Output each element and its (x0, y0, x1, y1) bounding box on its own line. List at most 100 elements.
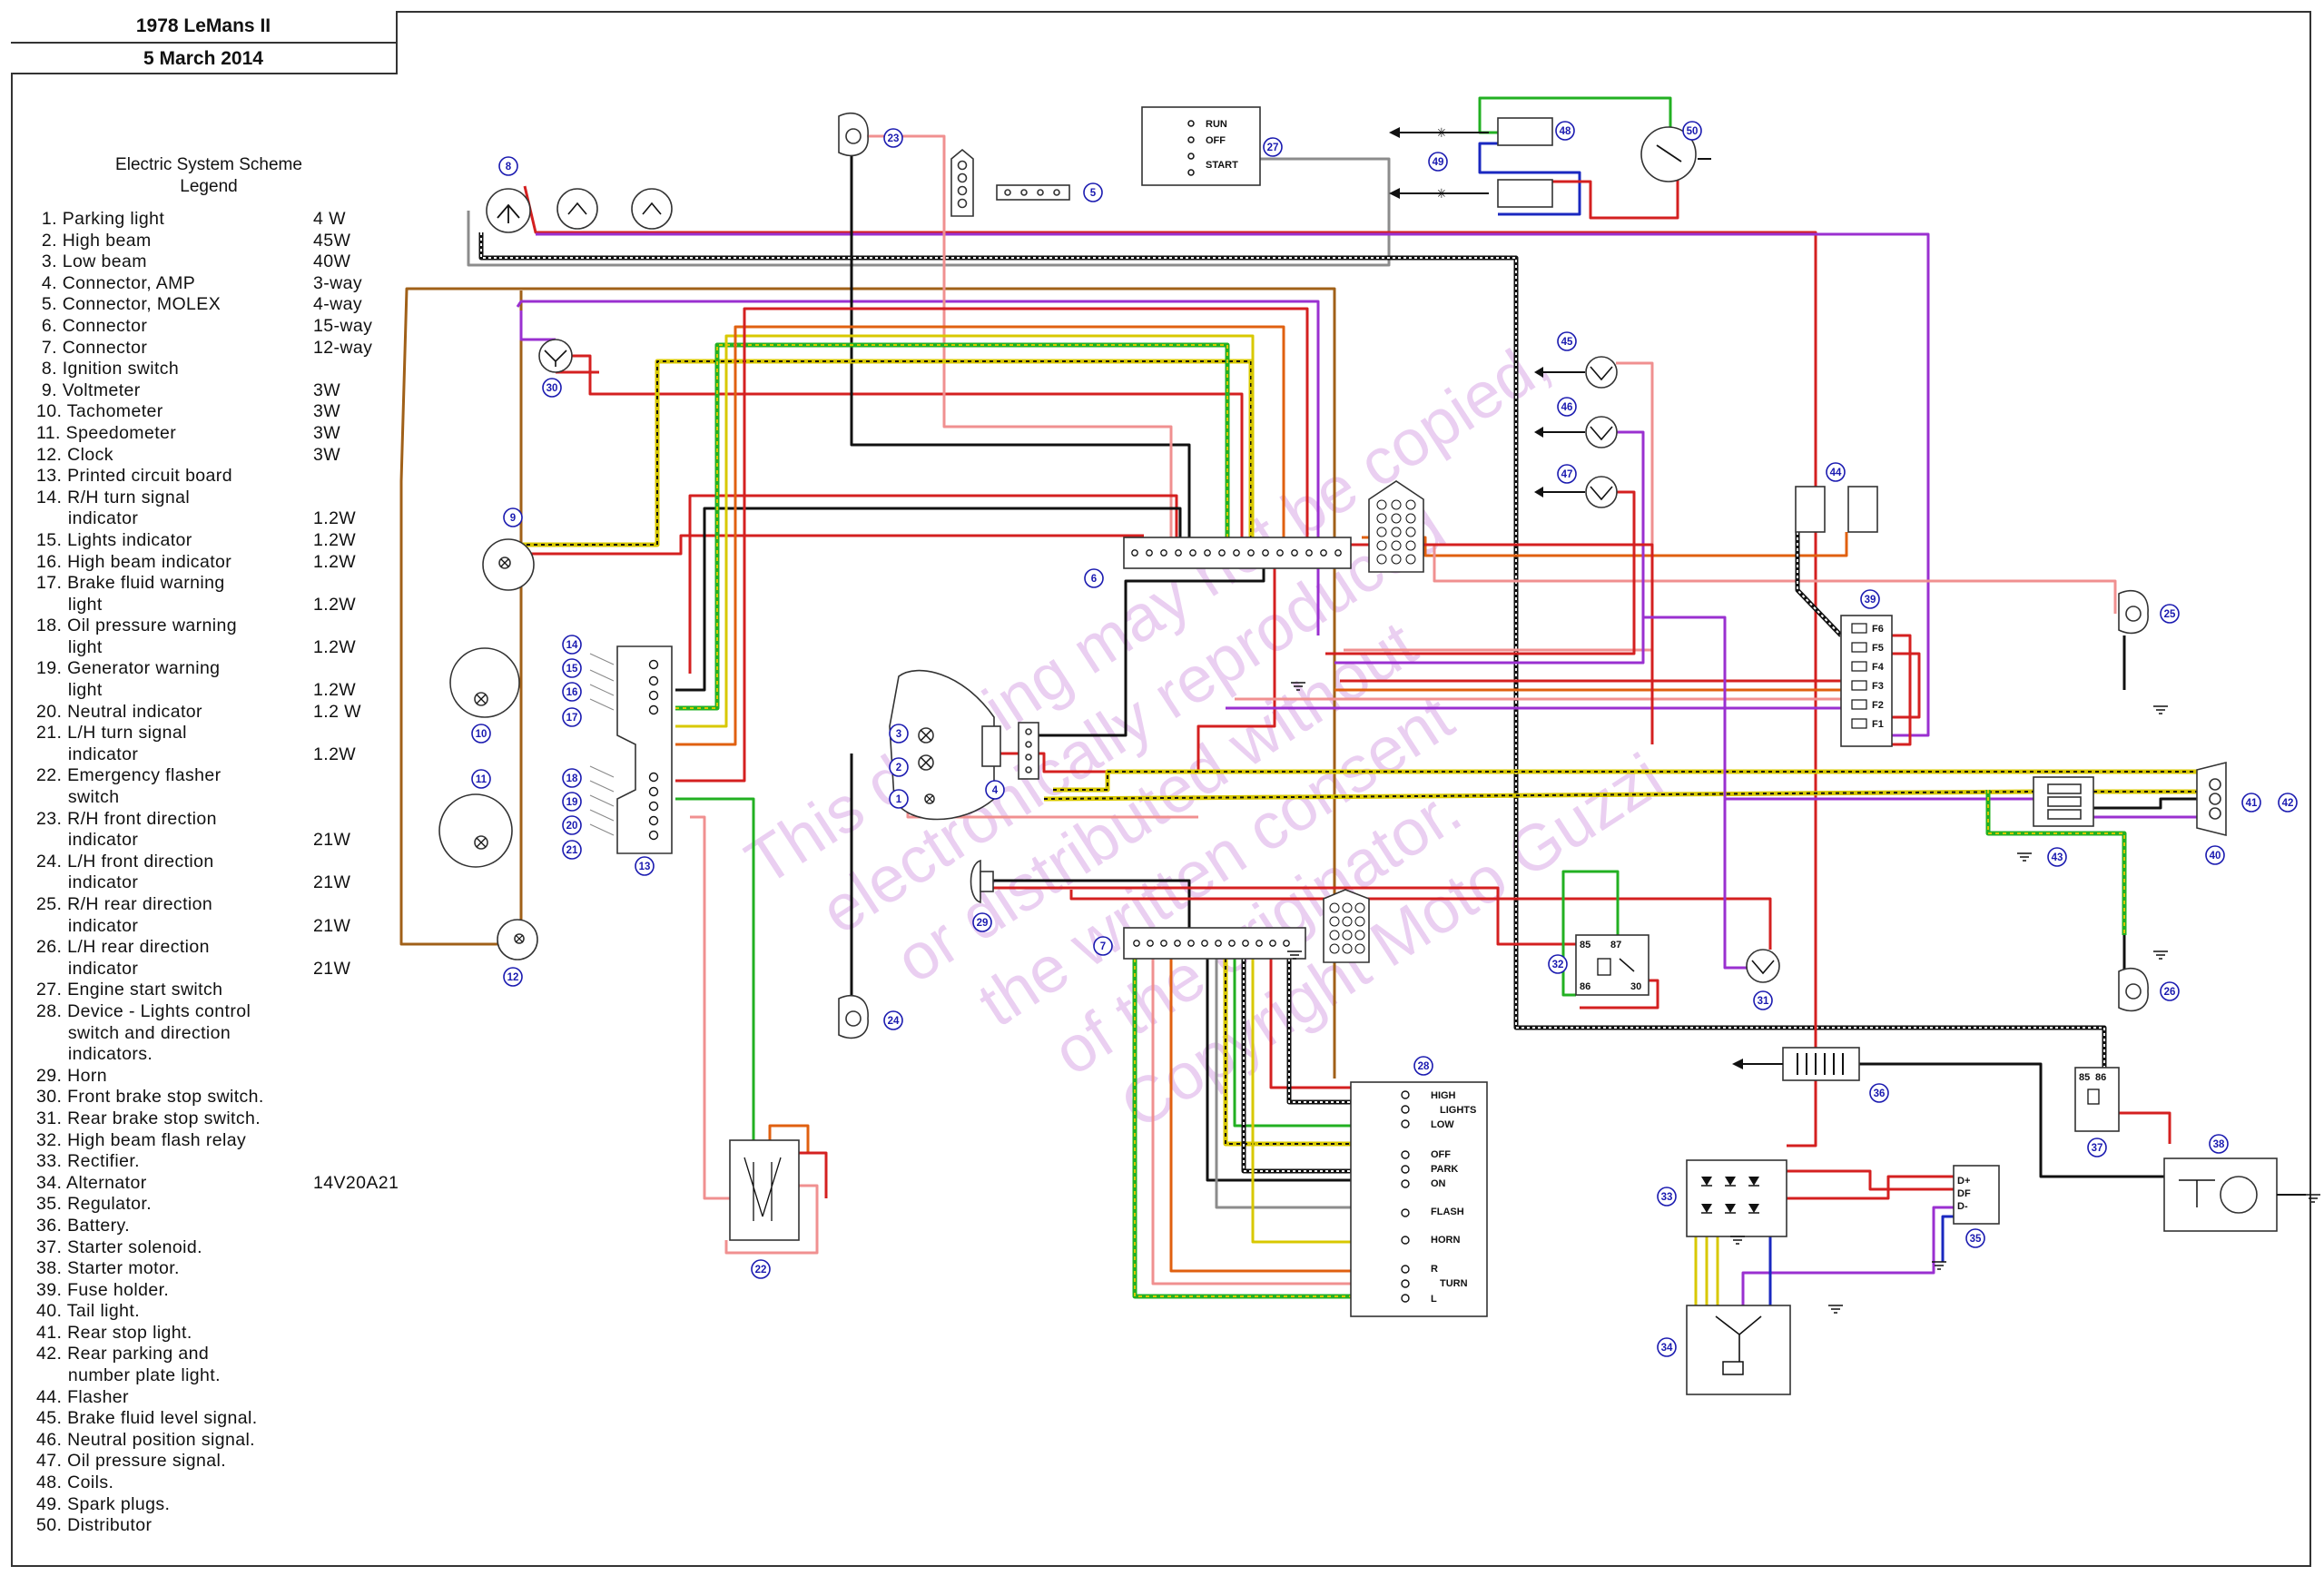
relay-pin-30: 30 (1630, 981, 1641, 992)
svg-text:36: 36 (1874, 1088, 1886, 1099)
svg-text:34: 34 (1661, 1343, 1673, 1354)
legend-item-label: 5. Connector, MOLEX (36, 294, 222, 315)
legend-item-label: 32. High beam flash relay (36, 1129, 247, 1150)
callout-44: 44 (1826, 462, 1846, 482)
callout-2: 2 (889, 757, 909, 777)
wire-purple-brake (519, 310, 556, 341)
wire-blue-coil (1478, 142, 1581, 216)
legend-item-label: 10. Tachometer (36, 401, 163, 422)
svg-text:37: 37 (2092, 1143, 2103, 1154)
relay-pin-86: 86 (1580, 981, 1590, 992)
legend-item: 28. Device - Lights control (36, 1001, 436, 1023)
emergency-flasher-switch (729, 1139, 800, 1241)
legend-heading: Electric System Scheme Legend (36, 154, 381, 198)
legend-item: 14. R/H turn signal (36, 488, 436, 509)
legend-item-label: indicator (36, 915, 139, 936)
legend-item-spec: 14V20A21 (313, 1172, 399, 1193)
legend-item-spec: 1.2W (313, 529, 357, 550)
callout-40: 40 (2205, 845, 2225, 865)
gauge-clock (497, 919, 538, 960)
switch-run-label: RUN (1206, 119, 1227, 130)
fuse-label: F4 (1872, 662, 1885, 673)
legend-item-label: 21. L/H turn signal (36, 723, 187, 744)
wire-red-oil (1325, 490, 1636, 655)
svg-text:13: 13 (639, 862, 651, 872)
legend-item-label: 40. Tail light. (36, 1301, 141, 1322)
legend-item-label: switch (36, 787, 120, 808)
wire-yellow-pcb (675, 334, 1255, 728)
callout-15: 15 (562, 658, 582, 678)
rh-rear-indicator (2118, 589, 2149, 635)
svg-text:✳: ✳ (1436, 186, 1447, 201)
neutral-position-sender (1534, 416, 1618, 448)
legend-item-label: 8. Ignition switch (36, 359, 180, 379)
legend-item-spec: 1.2W (313, 594, 357, 615)
legend-item-label: 45. Brake fluid level signal. (36, 1408, 258, 1429)
legend-item-label: indicator (36, 958, 139, 979)
ignition-switch-position-3 (631, 188, 673, 230)
legend-item-label: 18. Oil pressure warning (36, 616, 237, 636)
svg-text:14: 14 (566, 640, 578, 651)
wire-black-flasher (1795, 532, 1843, 637)
connector-pinout-4 (950, 148, 974, 217)
wire-pink-flasher-2 (724, 1184, 819, 1255)
connector-15-way (1123, 537, 1352, 569)
legend-item-label: indicator (36, 744, 139, 764)
wire-red-battery (523, 185, 1817, 1148)
wire-purple-rear-brake (1643, 616, 1752, 970)
wire-red-horn (993, 886, 1576, 946)
flasher-unit (1795, 486, 1878, 533)
legend-item: indicator 1.2W (36, 744, 436, 766)
model-title: 1978 LeMans II (11, 11, 396, 44)
switch-high-label: HIGH (1431, 1090, 1456, 1101)
legend-item-label: 19. Generator warning (36, 658, 221, 679)
revision-date: 5 March 2014 (143, 48, 263, 69)
svg-text:26: 26 (2164, 987, 2176, 998)
svg-text:44: 44 (1830, 468, 1842, 478)
legend-item: 38. Starter motor. (36, 1258, 436, 1280)
connector-molex (996, 184, 1070, 201)
legend-item-spec: 21W (313, 830, 351, 851)
starter-motor (2163, 1157, 2306, 1232)
callout-45: 45 (1557, 331, 1577, 351)
legend-item: 25. R/H rear direction (36, 894, 436, 916)
connector-12-way (1123, 927, 1306, 960)
oil-pressure-sender (1534, 476, 1618, 508)
legend-item: 39. Fuse holder. (36, 1280, 436, 1302)
legend-item-label: switch and direction (36, 1022, 231, 1043)
callout-12: 12 (503, 967, 523, 987)
svg-text:24: 24 (888, 1016, 900, 1027)
legend-item: 46. Neutral position signal. (36, 1430, 436, 1452)
rh-front-indicator (838, 112, 869, 157)
legend-item: 35. Regulator. (36, 1194, 436, 1216)
svg-text:32: 32 (1552, 960, 1564, 970)
callout-34: 34 (1657, 1337, 1677, 1357)
wire-red-fuse-bridge-2 (1892, 652, 1921, 719)
callout-20: 20 (562, 815, 582, 835)
legend-item: 24. L/H front direction (36, 852, 436, 873)
wire-black-pcb (675, 507, 1182, 692)
relay-pin-85: 85 (1580, 940, 1590, 951)
legend-item-spec: 1.2W (313, 744, 357, 764)
legend-item: 36. Battery. (36, 1216, 436, 1237)
svg-text:21: 21 (566, 845, 578, 856)
svg-text:41: 41 (2246, 798, 2258, 809)
svg-text:1: 1 (896, 794, 902, 805)
svg-text:47: 47 (1561, 469, 1573, 480)
legend-item: 22. Emergency flasher (36, 765, 436, 787)
wire-pink-brake-level (1344, 361, 1654, 652)
legend-item: 50. Distributor (36, 1515, 436, 1537)
svg-text:30: 30 (547, 383, 558, 394)
callout-37: 37 (2087, 1138, 2107, 1157)
callout-30: 30 (542, 378, 562, 398)
svg-text:27: 27 (1267, 143, 1279, 153)
callout-4: 4 (985, 780, 1005, 800)
